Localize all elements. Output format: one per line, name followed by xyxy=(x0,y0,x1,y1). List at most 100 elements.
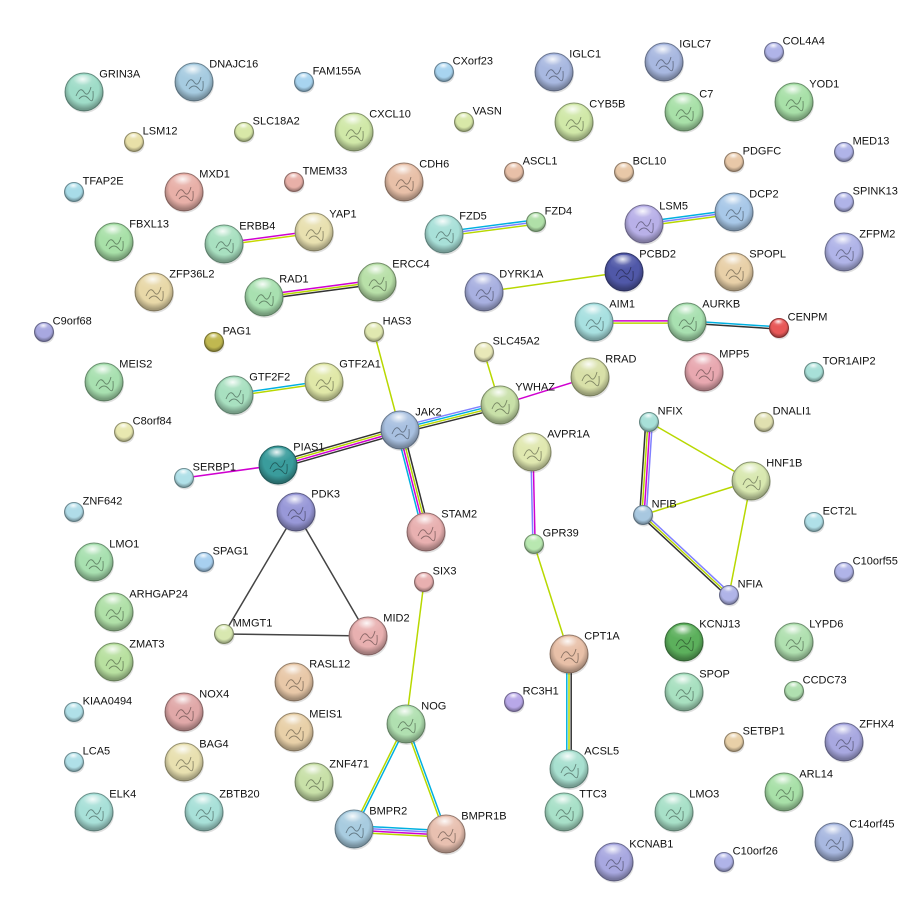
node-ect2l[interactable]: ECT2L xyxy=(804,505,857,534)
node-label[interactable]: BMPR1B xyxy=(461,811,506,823)
node-fzd5[interactable]: FZD5 xyxy=(424,211,487,255)
node-cenpm[interactable]: CENPM xyxy=(769,311,828,340)
node-label[interactable]: PDK3 xyxy=(311,489,340,501)
node-dyrk1a[interactable]: DYRK1A xyxy=(464,269,544,313)
node-has3[interactable]: HAS3 xyxy=(364,315,412,344)
node-label[interactable]: MEIS1 xyxy=(309,709,342,721)
node-c14orf45[interactable]: C14orf45 xyxy=(814,819,895,863)
node-fam155a[interactable]: FAM155A xyxy=(294,65,362,94)
node-label[interactable]: STAM2 xyxy=(441,509,477,521)
node-label[interactable]: PIAS1 xyxy=(293,442,324,454)
edge-pdk3-mmgt1[interactable] xyxy=(223,511,297,635)
node-label[interactable]: LSM12 xyxy=(143,125,178,137)
node-pcbd2[interactable]: PCBD2 xyxy=(604,249,676,293)
node-col4a4[interactable]: COL4A4 xyxy=(764,35,825,64)
node-label[interactable]: ZNF642 xyxy=(83,495,123,507)
node-label[interactable]: KIAA0494 xyxy=(83,695,133,707)
node-bcl10[interactable]: BCL10 xyxy=(614,155,667,184)
edge-dyrk1a-pcbd2[interactable] xyxy=(483,271,625,293)
node-label[interactable]: SPOPL xyxy=(749,249,786,261)
node-label[interactable]: TOR1AIP2 xyxy=(823,355,876,367)
node-gpr39[interactable]: GPR39 xyxy=(524,527,579,556)
node-slc18a2[interactable]: SLC18A2 xyxy=(234,115,300,144)
edge-pias1-jak2[interactable] xyxy=(276,426,402,469)
edge-mmgt1-mid2[interactable] xyxy=(223,633,369,637)
edge-nfix-hnf1b[interactable] xyxy=(648,421,752,482)
node-label[interactable]: ARL14 xyxy=(799,769,833,781)
node-label[interactable]: ZFP36L2 xyxy=(169,269,214,281)
node-label[interactable]: PCBD2 xyxy=(639,249,676,261)
node-avpr1a[interactable]: AVPR1A xyxy=(512,429,591,473)
node-mpp5[interactable]: MPP5 xyxy=(684,349,749,393)
node-label[interactable]: C8orf84 xyxy=(133,415,172,427)
node-label[interactable]: PAG1 xyxy=(223,325,252,337)
node-aurkb[interactable]: AURKB xyxy=(667,299,740,343)
node-label[interactable]: PDGFC xyxy=(743,145,782,157)
node-stam2[interactable]: STAM2 xyxy=(406,509,477,553)
node-label[interactable]: LMO3 xyxy=(689,789,719,801)
node-ccdc73[interactable]: CCDC73 xyxy=(784,674,847,703)
node-slc45a2[interactable]: SLC45A2 xyxy=(474,335,540,364)
node-label[interactable]: HAS3 xyxy=(383,315,412,327)
node-label[interactable]: SERBP1 xyxy=(193,461,236,473)
node-label[interactable]: DYRK1A xyxy=(499,269,544,281)
node-label[interactable]: LYPD6 xyxy=(809,619,843,631)
node-fbxl13[interactable]: FBXL13 xyxy=(94,219,169,263)
node-label[interactable]: C7 xyxy=(699,89,713,101)
node-jak2[interactable]: JAK2 xyxy=(380,407,442,451)
node-label[interactable]: SETBP1 xyxy=(743,725,785,737)
node-label[interactable]: FZD4 xyxy=(545,205,573,217)
node-yap1[interactable]: YAP1 xyxy=(294,209,357,253)
node-fzd4[interactable]: FZD4 xyxy=(526,205,573,234)
node-c7[interactable]: C7 xyxy=(664,89,713,133)
node-label[interactable]: SIX3 xyxy=(433,565,457,577)
node-label[interactable]: GRIN3A xyxy=(99,69,141,81)
node-zfpm2[interactable]: ZFPM2 xyxy=(824,229,895,273)
node-label[interactable]: IGLC7 xyxy=(679,39,711,51)
node-label[interactable]: DNALI1 xyxy=(773,405,812,417)
node-c9orf68[interactable]: C9orf68 xyxy=(34,315,92,344)
edge-nfix-nfib[interactable] xyxy=(638,421,654,516)
node-bag4[interactable]: BAG4 xyxy=(164,739,229,783)
node-kiaa0494[interactable]: KIAA0494 xyxy=(64,695,133,724)
node-cyb5b[interactable]: CYB5B xyxy=(554,99,625,143)
node-mxd1[interactable]: MXD1 xyxy=(164,169,230,213)
node-label[interactable]: ACSL5 xyxy=(584,746,619,758)
node-label[interactable]: YWHAZ xyxy=(515,382,555,394)
node-cpt1a[interactable]: CPT1A xyxy=(549,631,620,675)
node-lca5[interactable]: LCA5 xyxy=(64,745,111,774)
node-label[interactable]: C10orf26 xyxy=(733,845,778,857)
node-label[interactable]: ZMAT3 xyxy=(129,639,164,651)
node-label[interactable]: SPINK13 xyxy=(853,185,898,197)
node-label[interactable]: MXD1 xyxy=(199,169,230,181)
node-gtf2a1[interactable]: GTF2A1 xyxy=(304,359,381,403)
node-znf642[interactable]: ZNF642 xyxy=(64,495,123,524)
node-nfib[interactable]: NFIB xyxy=(633,498,677,527)
node-tor1aip2[interactable]: TOR1AIP2 xyxy=(804,355,876,384)
node-label[interactable]: RASL12 xyxy=(309,659,350,671)
node-label[interactable]: ERCC4 xyxy=(392,259,429,271)
node-label[interactable]: IGLC1 xyxy=(569,49,601,61)
node-ttc3[interactable]: TTC3 xyxy=(544,789,607,833)
node-label[interactable]: ASCL1 xyxy=(523,155,558,167)
node-spop[interactable]: SPOP xyxy=(664,669,730,713)
node-label[interactable]: CPT1A xyxy=(584,631,620,643)
node-serbp1[interactable]: SERBP1 xyxy=(174,461,237,490)
node-label[interactable]: MEIS2 xyxy=(119,359,152,371)
node-znf471[interactable]: ZNF471 xyxy=(294,759,369,803)
node-mid2[interactable]: MID2 xyxy=(348,613,410,657)
node-elk4[interactable]: ELK4 xyxy=(74,789,136,833)
node-c10orf26[interactable]: C10orf26 xyxy=(714,845,778,874)
node-dcp2[interactable]: DCP2 xyxy=(714,189,779,233)
node-label[interactable]: AIM1 xyxy=(609,299,635,311)
node-pdk3[interactable]: PDK3 xyxy=(276,489,340,533)
node-label[interactable]: AVPR1A xyxy=(547,429,590,441)
node-ywhaz[interactable]: YWHAZ xyxy=(480,382,555,426)
node-label[interactable]: MID2 xyxy=(383,613,409,625)
node-zmat3[interactable]: ZMAT3 xyxy=(94,639,165,683)
node-zfp36l2[interactable]: ZFP36L2 xyxy=(134,269,215,313)
node-label[interactable]: CXCL10 xyxy=(369,109,411,121)
node-lsm5[interactable]: LSM5 xyxy=(624,201,688,245)
